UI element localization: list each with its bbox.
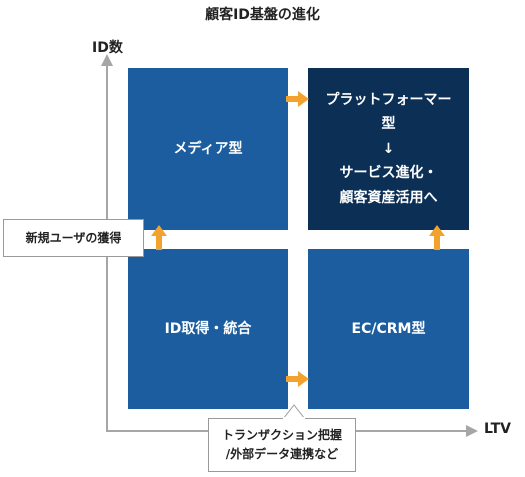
arrow-right-bottom-icon — [286, 371, 309, 387]
arrow-up-right-icon — [429, 225, 445, 250]
y-axis-arrowhead — [101, 54, 113, 66]
quadrant-platformer: プラットフォーマー 型 ↓ サービス進化・ 顧客資産活用へ — [308, 68, 469, 230]
arrow-right-top-icon — [286, 91, 309, 107]
callout-bottom-pointer-cover — [283, 417, 305, 420]
quadrant-id-acquisition-label: ID取得・統合 — [164, 320, 252, 337]
quadrant-platformer-label: プラットフォーマー 型 ↓ サービス進化・ 顧客資産活用へ — [325, 91, 452, 206]
quadrant-id-acquisition: ID取得・統合 — [128, 249, 288, 409]
callout-new-user-acquisition: 新規ユーザの獲得 — [3, 219, 144, 257]
x-axis-label: LTV — [484, 421, 511, 437]
diagram-title: 顧客ID基盤の進化 — [205, 7, 320, 23]
y-axis-label: ID数 — [92, 40, 123, 56]
arrow-up-left-icon — [151, 225, 167, 250]
quadrant-ec-crm-label: EC/CRM型 — [351, 320, 426, 337]
x-axis-arrowhead — [466, 425, 478, 437]
quadrant-ec-crm: EC/CRM型 — [308, 249, 469, 409]
quadrant-media-label: メディア型 — [173, 140, 243, 157]
quadrant-media: メディア型 — [128, 68, 288, 230]
callout-transaction-data: トランザクション把握 /外部データ連携など — [208, 418, 356, 472]
